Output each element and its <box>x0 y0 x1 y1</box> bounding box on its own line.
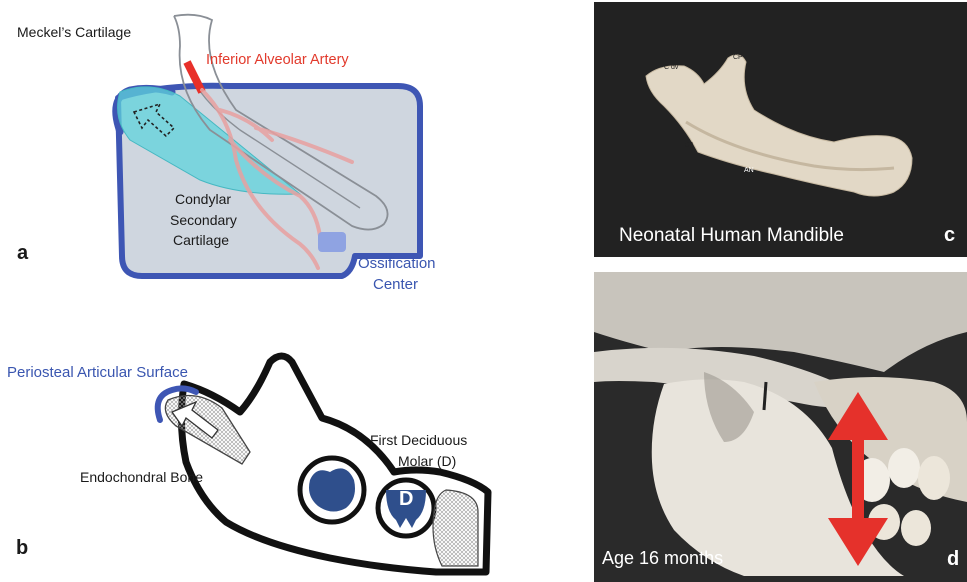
panel-b-diagram <box>0 322 500 582</box>
periosteal-surface-label: Periosteal Articular Surface <box>7 364 188 381</box>
panel-c-caption: Neonatal Human Mandible <box>619 225 844 247</box>
artery-label: Inferior Alveolar Artery <box>206 52 349 69</box>
neonatal-mandible-bone <box>646 55 912 196</box>
panel-b-letter: b <box>16 537 28 560</box>
tooth-3 <box>918 456 950 500</box>
label-an: AN <box>744 167 754 174</box>
molar-d-letter: D <box>399 488 413 511</box>
condylar-label-2: Secondary <box>170 212 237 228</box>
condylar-label-1: Condylar <box>175 191 231 207</box>
condylar-label-3: Cartilage <box>173 232 229 248</box>
panel-d-caption: Age 16 months <box>602 548 723 569</box>
tooth-2 <box>888 448 920 488</box>
molar-label-1: First Deciduous <box>370 432 467 448</box>
mandibular-foramen <box>764 382 766 410</box>
panel-c-photo: C dv CP GA AN Neonatal Human Mandible c <box>594 2 967 257</box>
label-cdv: C dv <box>664 64 678 71</box>
symphysis-hatch <box>433 490 478 566</box>
panel-c-letter: c <box>944 224 955 247</box>
endochondral-bone-label: Endochondral Bone <box>80 469 203 485</box>
tooth-5 <box>901 510 931 546</box>
ossification-center-shape <box>318 232 346 252</box>
label-cp: CP <box>733 54 743 61</box>
panel-d-photo: Age 16 months d <box>594 272 967 582</box>
meckels-cartilage-label: Meckel’s Cartilage <box>17 24 131 40</box>
ossification-label-1: Ossification <box>358 255 436 272</box>
ossification-label-2: Center <box>373 276 418 293</box>
label-ga: GA <box>684 142 694 149</box>
panel-d-letter: d <box>947 548 959 571</box>
molar-label-2: Molar (D) <box>398 453 456 469</box>
panel-a-letter: a <box>17 242 28 265</box>
